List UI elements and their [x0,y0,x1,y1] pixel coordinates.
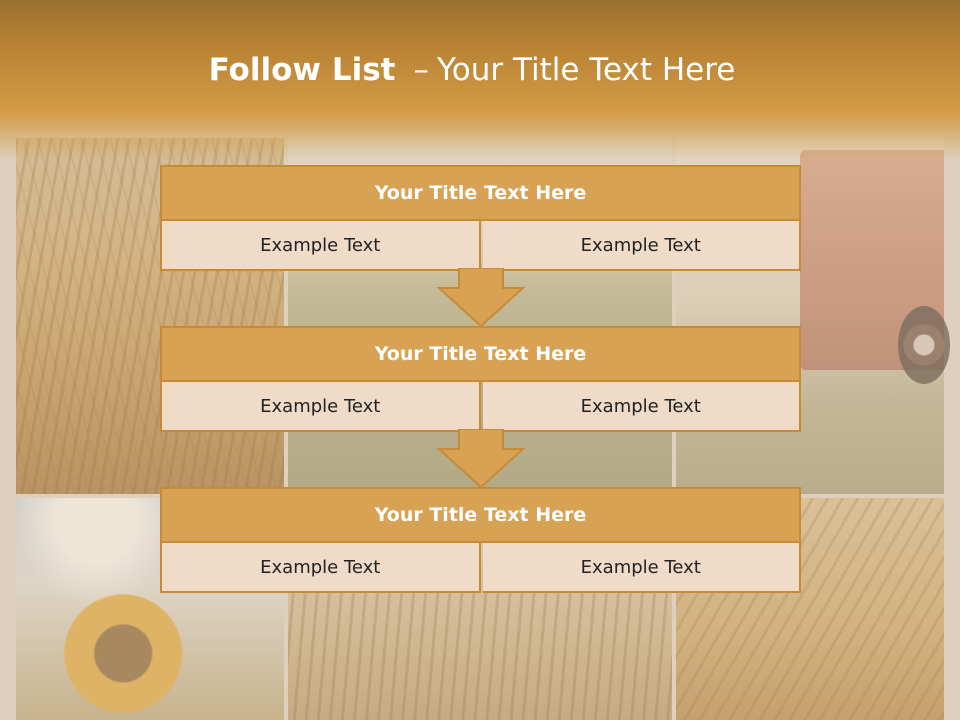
step-heading[interactable]: Your Title Text Here [160,326,801,382]
step-cell-right[interactable]: Example Text [482,543,801,593]
step-row: Example Text Example Text [160,382,801,432]
header-band [0,0,960,160]
down-arrow-icon [437,429,525,489]
combine-wheel-image [898,306,950,384]
step-block-3[interactable]: Your Title Text Here Example Text Exampl… [160,487,801,593]
step-heading[interactable]: Your Title Text Here [160,487,801,543]
step-cell-right[interactable]: Example Text [482,382,801,432]
step-cell-left[interactable]: Example Text [160,543,481,593]
slide-title[interactable]: Follow List–Your Title Text Here [0,52,944,88]
step-cell-left[interactable]: Example Text [160,382,481,432]
down-arrow-icon [437,268,525,328]
slide-title-rest: Your Title Text Here [436,52,736,88]
step-heading[interactable]: Your Title Text Here [160,165,801,221]
step-cell-right[interactable]: Example Text [482,221,801,271]
step-block-1[interactable]: Your Title Text Here Example Text Exampl… [160,165,801,271]
slide-title-separator: – [413,52,429,88]
step-row: Example Text Example Text [160,543,801,593]
step-cell-left[interactable]: Example Text [160,221,481,271]
step-block-2[interactable]: Your Title Text Here Example Text Exampl… [160,326,801,432]
slide-title-bold: Follow List [208,52,396,88]
step-row: Example Text Example Text [160,221,801,271]
